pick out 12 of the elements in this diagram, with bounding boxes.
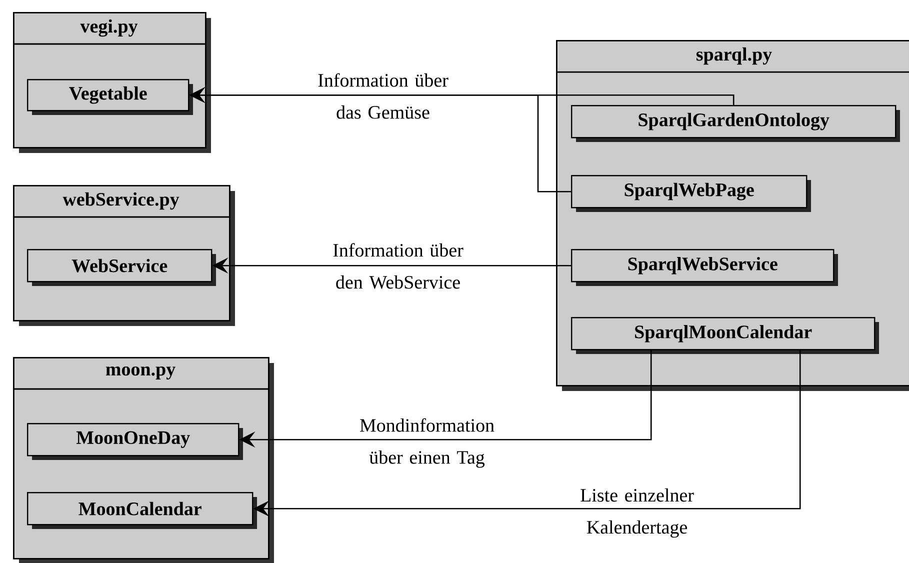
edge-label: Mondinformation über einen Tag <box>360 418 494 468</box>
class-box: MoonOneDay <box>27 423 243 460</box>
edge-label: Information über das Gemüse <box>318 73 448 119</box>
class-box: SparqlMoonCalendar <box>571 317 879 354</box>
class-box: SparqlWebPage <box>571 175 811 212</box>
class-box: SparqlWebService <box>571 249 838 286</box>
class-box: MoonCalendar <box>27 492 257 529</box>
edge-label: Information über den WebService <box>333 243 464 289</box>
edge-label: Liste einzelner Kalendertage <box>580 488 694 538</box>
class-box: Vegetable <box>27 79 193 115</box>
class-box: WebService <box>27 249 216 286</box>
class-box: SparqlGardenOntology <box>571 105 900 142</box>
